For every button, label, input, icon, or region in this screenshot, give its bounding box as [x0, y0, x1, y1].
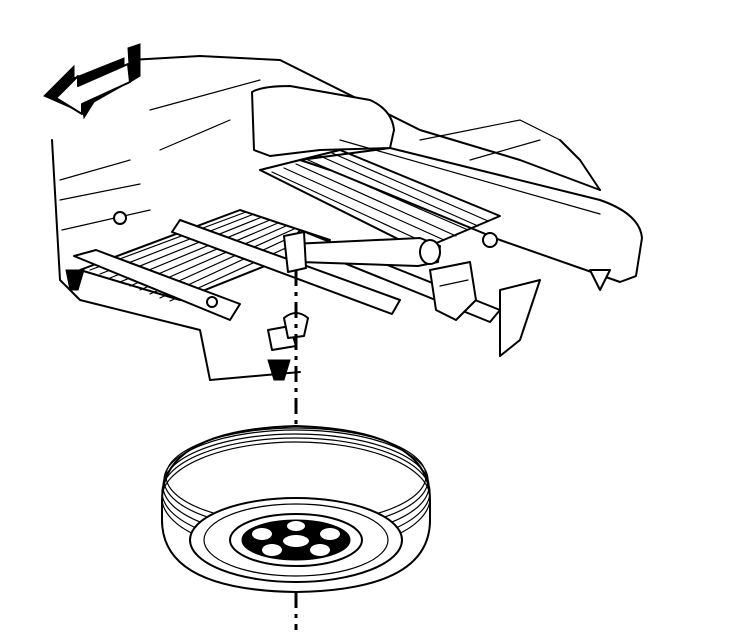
direction-arrow-icon: [43, 43, 141, 120]
vehicle-underbody: [51, 55, 643, 381]
spare-tire: [161, 425, 431, 593]
wheel-hub: [241, 519, 351, 561]
